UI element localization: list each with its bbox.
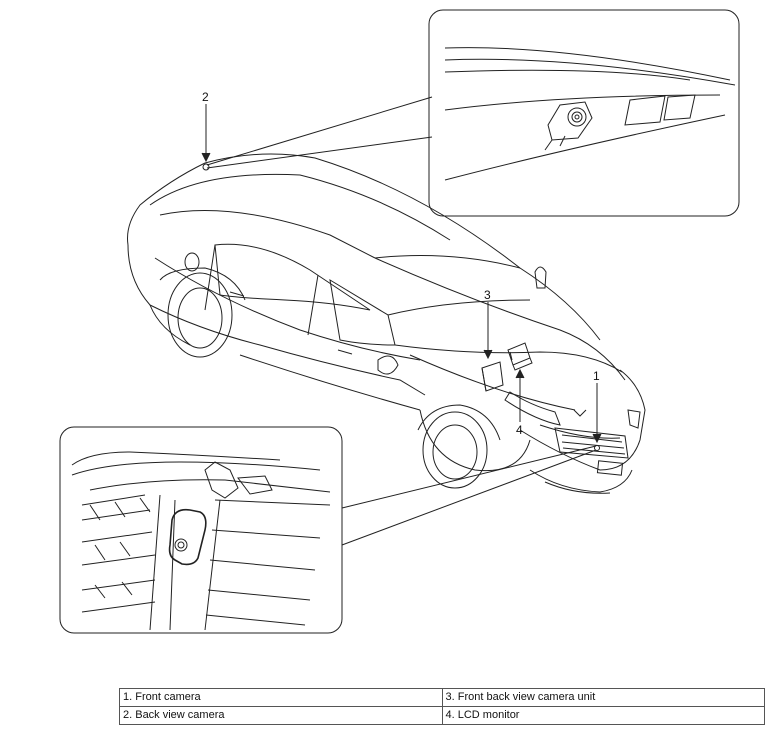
back-view-camera-marker xyxy=(202,163,210,171)
callout-arrows xyxy=(201,104,602,444)
legend-cell: 2. Back view camera xyxy=(119,706,443,725)
legend-row: 1. Front camera 3. Front back view camer… xyxy=(119,688,765,707)
vehicle-outline xyxy=(127,153,646,494)
legend-cell: 1. Front camera xyxy=(119,688,443,707)
front-back-view-camera-unit xyxy=(481,361,504,392)
callout-number-3: 3 xyxy=(484,288,491,302)
legend-cell: 3. Front back view camera unit xyxy=(441,688,765,707)
lcd-monitor xyxy=(507,342,533,371)
leader-lines xyxy=(206,96,597,546)
back-view-camera-detail xyxy=(428,9,740,217)
callout-number-4: 4 xyxy=(516,423,523,437)
vehicle-camera-location-diagram: 2 3 1 4 xyxy=(59,9,740,634)
front-camera-marker xyxy=(594,445,600,451)
front-camera-detail xyxy=(59,426,343,634)
legend-row: 2. Back view camera 4. LCD monitor xyxy=(119,706,765,725)
component-legend-table: 1. Front camera 3. Front back view camer… xyxy=(119,688,765,725)
legend-cell: 4. LCD monitor xyxy=(441,706,765,725)
callout-number-2: 2 xyxy=(202,90,209,104)
callout-number-1: 1 xyxy=(593,369,600,383)
